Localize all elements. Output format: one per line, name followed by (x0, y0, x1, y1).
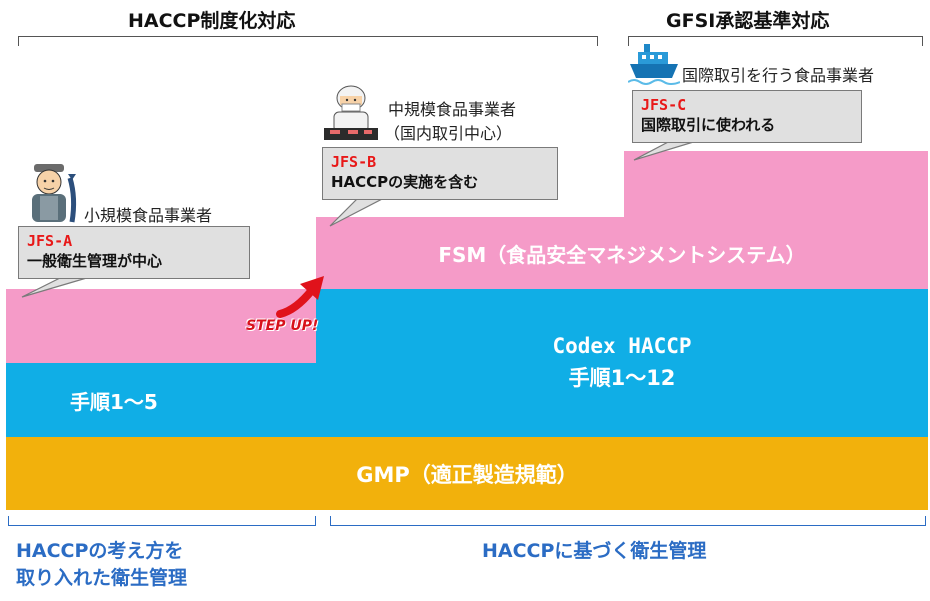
callout-tail-jfs-c (633, 139, 701, 161)
codex-left-label: 手順1～5 (70, 389, 158, 414)
fsm-layer-top (624, 151, 928, 218)
step-up-label: STEP UP! (246, 318, 319, 334)
footer-left-label: HACCPの考え方を 取り入れた衛生管理 (16, 538, 187, 592)
gmp-label: GMP（適正製造規範） (356, 462, 578, 487)
footer-left-line2: 取り入れた衛生管理 (16, 567, 188, 589)
callout-tail-jfs-b (329, 195, 389, 227)
footer-right-label: HACCPに基づく衛生管理 (482, 540, 707, 562)
jfs-b-desc: HACCPの実施を含む (331, 173, 479, 191)
callout-jfs-b: JFS-B HACCPの実施を含む (322, 147, 558, 200)
jfs-c-desc: 国際取引に使われる (641, 116, 776, 134)
gfsi-compliance-title: GFSI承認基準対応 (666, 10, 830, 32)
gfsi-compliance-bracket (628, 36, 923, 46)
business-small: 小規模食品事業者 (84, 206, 213, 225)
codex-right-steps: 手順1～12 (568, 366, 676, 390)
bottom-left-bracket (8, 516, 316, 526)
step-up-arrow-icon (276, 276, 324, 318)
haccp-compliance-bracket (18, 36, 598, 46)
fsm-layer-left (6, 289, 316, 363)
jfs-a-code: JFS-A (27, 232, 73, 250)
business-medium-note: （国内取引中心） (384, 124, 513, 143)
fsm-label: FSM（食品安全マネジメントシステム） (438, 242, 806, 267)
business-international: 国際取引を行う食品事業者 (682, 66, 875, 85)
callout-jfs-a: JFS-A 一般衛生管理が中心 (18, 226, 250, 279)
codex-right-title: Codex HACCP (552, 334, 692, 358)
callout-tail-jfs-a (21, 276, 91, 298)
jfs-c-code: JFS-C (641, 96, 687, 114)
jfs-b-code: JFS-B (331, 153, 377, 171)
gmp-layer: GMP（適正製造規範） (6, 437, 928, 510)
business-medium: 中規模食品事業者 (388, 100, 517, 119)
footer-left-line1: HACCPの考え方を (16, 540, 184, 562)
bottom-right-bracket (330, 516, 926, 526)
jfs-a-desc: 一般衛生管理が中心 (27, 252, 163, 270)
haccp-compliance-title: HACCP制度化対応 (128, 10, 296, 32)
codex-layer-right: Codex HACCP 手順1～12 (316, 289, 928, 437)
fisherman-icon (32, 164, 77, 223)
worker-icon (324, 85, 378, 140)
codex-layer-left: 手順1～5 (6, 363, 316, 437)
fsm-layer-mid: FSM（食品安全マネジメントシステム） (316, 217, 928, 289)
ship-icon (628, 44, 680, 85)
callout-jfs-c: JFS-C 国際取引に使われる (632, 90, 862, 143)
